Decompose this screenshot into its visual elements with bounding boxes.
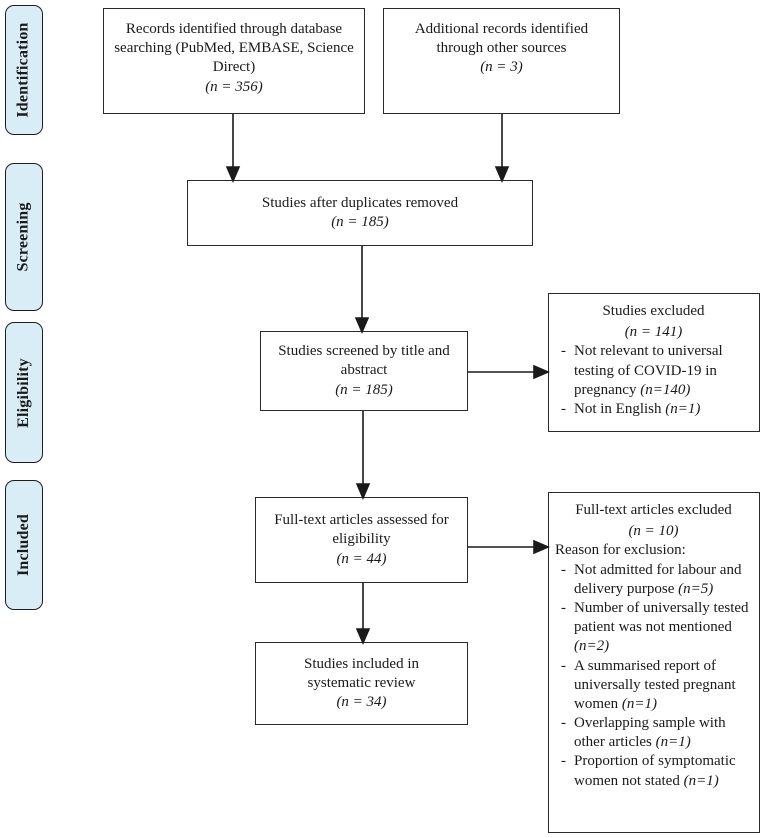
stage-screening: Screening — [5, 163, 43, 311]
studies-excluded-bullet-2: - Not in English (n=1) — [561, 400, 752, 419]
arrowhead-screened-to-excluded — [533, 364, 551, 380]
box-title-abstract-screened: Studies screened by title and abstract (… — [260, 331, 468, 411]
box-additional-records-text: Additional records identified through ot… — [414, 21, 589, 57]
fulltext-excluded-bullet-4-text: Overlapping sample with other articles (… — [574, 715, 726, 751]
arrowhead-fulltext-to-excluded — [533, 539, 551, 555]
box-duplicates-removed-text: Studies after duplicates removed — [261, 194, 459, 211]
fulltext-excluded-bullet-4: - Overlapping sample with other articles… — [561, 714, 752, 752]
box-fulltext-assessed-text: Full-text articles assessed for eligibil… — [274, 512, 449, 548]
arrowhead-duplicates-to-screened — [354, 317, 370, 335]
box-title-abstract-screened-n: (n = 185) — [335, 381, 393, 398]
fulltext-excluded-bullet-5: - Proportion of symptomatic women not st… — [561, 752, 752, 790]
arrowhead-fulltext-to-included — [355, 628, 371, 646]
bullet-marker: - — [561, 561, 566, 578]
stage-screening-label: Screening — [15, 202, 32, 272]
box-studies-excluded-n: (n = 141) — [624, 324, 683, 341]
box-studies-excluded-title: Studies excluded — [602, 303, 705, 319]
bullet-marker: - — [561, 715, 566, 732]
box-records-identified-n: (n = 356) — [205, 78, 263, 95]
stage-eligibility-label: Eligibility — [15, 357, 32, 428]
arrowhead-screened-to-fulltext — [355, 483, 371, 501]
fulltext-excluded-bullet-3-text: A summarised report of universally teste… — [574, 657, 736, 712]
stage-included-label: Included — [15, 513, 33, 577]
fulltext-excluded-bullet-5-text: Proportion of symptomatic women not stat… — [574, 753, 736, 789]
stage-included: Included — [5, 480, 43, 610]
box-records-identified-text: Records identified through database sear… — [114, 21, 354, 76]
box-fulltext-assessed: Full-text articles assessed for eligibil… — [255, 497, 468, 583]
box-additional-records-n: (n = 3) — [480, 59, 523, 76]
studies-excluded-bullet-2-text: Not in English (n=1) — [574, 400, 701, 417]
studies-excluded-bullet-1: - Not relevant to universal testing of C… — [561, 342, 752, 400]
studies-excluded-bullet-1-text: Not relevant to universal testing of COV… — [574, 343, 723, 398]
bullet-marker: - — [561, 657, 566, 674]
box-studies-excluded: Studies excluded (n = 141) - Not relevan… — [548, 293, 760, 432]
stage-eligibility: Eligibility — [5, 322, 43, 463]
box-records-identified: Records identified through database sear… — [103, 8, 365, 114]
box-additional-records: Additional records identified through ot… — [383, 8, 620, 114]
box-duplicates-removed: Studies after duplicates removed (n = 18… — [187, 180, 533, 246]
bullet-marker: - — [561, 343, 566, 360]
bullet-marker: - — [561, 753, 566, 770]
arrowhead-additional-to-duplicates — [494, 166, 510, 184]
box-fulltext-excluded-n: (n = 10) — [628, 523, 679, 540]
fulltext-excluded-bullet-1-text: Not admitted for labour and delivery pur… — [574, 561, 742, 597]
bullet-marker: - — [561, 400, 566, 417]
box-included-review-n: (n = 34) — [336, 694, 387, 711]
box-fulltext-assessed-n: (n = 44) — [336, 550, 387, 567]
bullet-marker: - — [561, 599, 566, 616]
fulltext-excluded-bullet-3: - A summarised report of universally tes… — [561, 657, 752, 715]
box-fulltext-excluded-title: Full-text articles excluded — [575, 502, 732, 518]
fulltext-excluded-bullet-2: - Number of universally tested patient w… — [561, 599, 752, 657]
fulltext-excluded-bullet-1: - Not admitted for labour and delivery p… — [561, 561, 752, 599]
box-fulltext-excluded: Full-text articles excluded (n = 10) Rea… — [548, 492, 760, 833]
stage-identification-label: Identification — [15, 22, 32, 118]
stage-identification: Identification — [5, 5, 43, 135]
arrowhead-records-to-duplicates — [225, 166, 241, 184]
box-included-review: Studies included in systematic review (n… — [255, 642, 468, 725]
box-title-abstract-screened-text: Studies screened by title and abstract — [278, 343, 450, 379]
fulltext-excluded-bullet-2-text: Number of universally tested patient was… — [574, 599, 749, 655]
box-included-review-text: Studies included in systematic review — [304, 655, 419, 691]
box-duplicates-removed-n: (n = 185) — [331, 214, 389, 230]
box-fulltext-excluded-reason-label: Reason for exclusion: — [555, 542, 686, 559]
